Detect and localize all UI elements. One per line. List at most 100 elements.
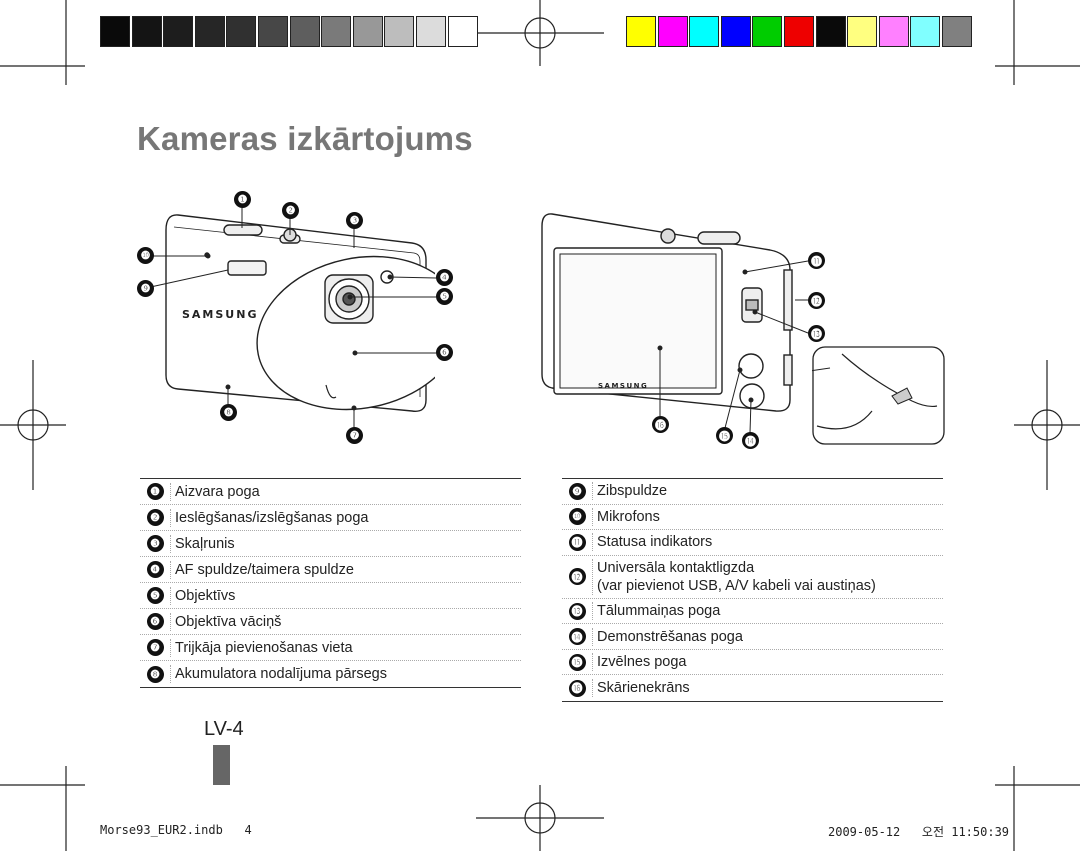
gray-swatch [257,16,288,47]
gray-swatch [131,16,162,47]
callout-11: ⓫ [808,252,825,269]
grayscale-calibration-bar [100,16,479,49]
legend-row: ⓭ Tālummaiņas poga [562,599,943,625]
legend-text: Tālummaiņas poga [592,602,721,621]
legend-text: Izvēlnes poga [592,653,687,672]
callout-6: ❻ [436,344,453,361]
legend-number: ❾ [562,482,592,500]
callout-3: ❸ [346,212,363,229]
legend-text: Zibspuldze [592,482,667,501]
legend-badge: ⓫ [568,533,586,551]
legend-text: AF spuldze/taimera spuldze [170,560,354,579]
camera-back-illustration: SAMSUNG [541,213,793,412]
callout-15: ⓯ [716,427,733,444]
legend-label: Demonstrēšanas poga [597,628,743,645]
legend-table-left: ❶ Aizvara poga ❷ Ieslēgšanas/izslēgšanas po… [140,478,521,688]
page-title: Kameras izkārtojums [137,120,473,157]
legend-label: Aizvara poga [175,483,260,500]
legend-badge: ❽ [146,665,164,683]
legend-label: Universāla kontaktligzda [597,559,755,576]
legend-row: ❷ Ieslēgšanas/izslēgšanas poga [140,505,521,531]
legend-number: ❺ [140,587,170,604]
legend-number: ⓮ [562,628,592,646]
legend-text: Akumulatora nodalījuma pārsegs [170,665,387,683]
legend-row: ❹ AF spuldze/taimera spuldze [140,557,521,583]
legend-badge: ❷ [146,509,164,526]
color-swatch [657,16,688,47]
gray-swatch [194,16,225,47]
callout-4: ❹ [436,269,453,286]
footer-timestamp: 2009-05-12 오전 11:50:39 [828,825,1010,839]
legend-label: Mikrofons [597,508,660,525]
legend-label: Izvēlnes poga [597,654,687,671]
legend-row: ❽ Akumulatora nodalījuma pārsegs [140,661,521,687]
legend-badge: ⓯ [568,653,586,671]
gray-swatch [163,16,194,47]
callout-13: ⓭ [808,325,825,342]
legend-row: ❺ Objektīvs [140,583,521,609]
legend-badge: ⓬ [568,568,586,586]
legend-badge: ⓰ [568,679,586,697]
legend-number: ⓯ [562,653,592,671]
legend-row: ⓫ Statusa indikators [562,530,943,556]
callout-16: ⓰ [652,416,669,433]
legend-label: Statusa indikators [597,534,713,551]
legend-label: Akumulatora nodalījuma pārsegs [175,666,387,682]
callout-10: ❿ [137,247,154,264]
gray-swatch [289,16,320,47]
legend-label: AF spuldze/taimera spuldze [175,561,354,578]
color-swatch [626,16,656,47]
legend-row: ⓮ Demonstrēšanas poga [562,624,943,650]
legend-badge: ❶ [146,483,164,500]
legend-row: ⓰ Skārienekrāns [562,675,943,701]
legend-text: Universāla kontaktligzda(var pievienot U… [592,558,876,595]
legend-number: ❸ [140,535,170,552]
legend-number: ❹ [140,561,170,578]
legend-label: Tālummaiņas poga [597,603,721,620]
legend-badge: ❻ [146,613,164,630]
color-swatch [815,16,846,47]
color-swatch [783,16,814,47]
color-swatch [910,16,941,47]
legend-text: Skaļrunis [170,534,235,553]
legend-label: Objektīvs [175,587,236,604]
legend-badge: ❺ [146,587,164,604]
color-swatch [847,16,878,47]
legend-text: Aizvara poga [170,482,260,501]
legend-row: ⓬ Universāla kontaktligzda(var pievienot … [562,556,943,599]
legend-badge: ⓮ [568,628,586,646]
legend-badge: ❾ [568,482,586,500]
legend-text: Objektīvs [170,586,236,605]
gray-swatch [226,16,257,47]
legend-text: Objektīva vāciņš [170,612,282,631]
legend-text: Mikrofons [592,507,660,526]
legend-text: Ieslēgšanas/izslēgšanas poga [170,508,368,527]
legend-row: ❿ Mikrofons [562,505,943,530]
gray-swatch [100,16,130,47]
legend-label: Skārienekrāns [597,680,690,697]
gray-swatch [321,16,352,47]
legend-number: ❷ [140,509,170,526]
legend-label: Objektīva vāciņš [175,613,282,630]
color-swatch [878,16,909,47]
cable-inset-illustration [812,346,945,445]
callout-12: ⓬ [808,292,825,309]
gray-swatch [415,16,446,47]
legend-text: Statusa indikators [592,533,713,552]
legend-number: ❻ [140,613,170,630]
legend-text: Demonstrēšanas poga [592,627,743,646]
legend-number: ❿ [562,508,592,526]
callout-5: ❺ [436,288,453,305]
legend-label-secondary: (var pievienot USB, A/V kabeli vai austi… [597,577,876,594]
callout-9: ❾ [137,280,154,297]
page-number: LV-4 [204,718,244,740]
legend-number: ⓫ [562,533,592,551]
legend-number: ⓬ [562,568,592,586]
color-swatch [941,16,972,47]
legend-row: ❾ Zibspuldze [562,479,943,505]
legend-badge: ⓭ [568,602,586,620]
color-swatch [752,16,783,47]
